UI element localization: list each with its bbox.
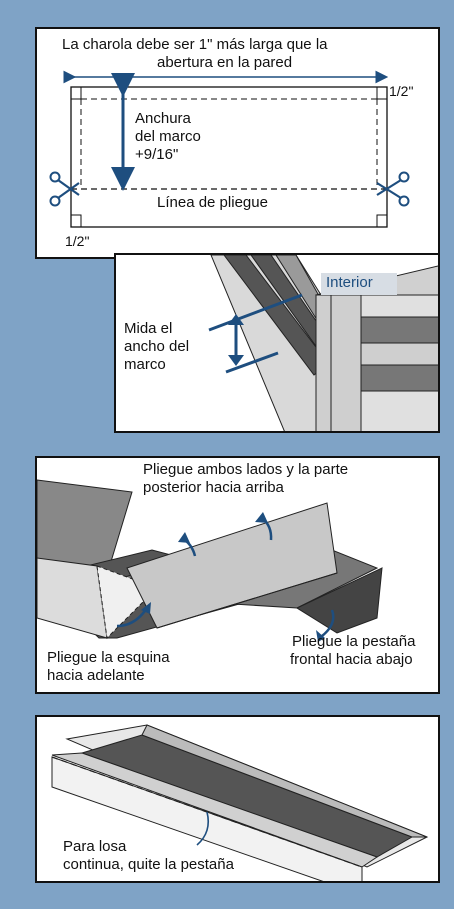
width-label-line1: Anchura <box>135 110 191 127</box>
window-frame-diagram <box>208 255 438 431</box>
slab-tray-panel: Para losa continua, quite la pestaña <box>35 715 440 883</box>
front-tab-line1: Pliegue la pestaña <box>292 633 416 650</box>
tray-diagram <box>51 724 429 881</box>
measure-frame-panel: Interior Mida el ancho del marco <box>114 253 440 433</box>
measure-line3: marco <box>124 356 166 373</box>
measure-line2: ancho del <box>124 338 190 355</box>
corner-line2: hacia adelante <box>47 667 145 684</box>
fold-sides-line1: Pliegue ambos lados y la parte <box>143 461 349 478</box>
panel1-title-line1: La charola debe ser 1" más larga que la <box>62 36 328 53</box>
fold-sides-line2: posterior hacia arriba <box>143 479 284 496</box>
interior-label: Interior <box>326 274 373 291</box>
corner-line1: Pliegue la esquina <box>47 649 170 666</box>
measure-line1: Mida el <box>124 320 173 337</box>
width-label-line2: del marco <box>135 128 201 145</box>
fold-line-label: Línea de pliegue <box>157 194 268 211</box>
right-half-inch-label: 1/2" <box>389 83 414 99</box>
width-label-line3: +9/16" <box>135 146 179 163</box>
front-tab-line2: frontal hacia abajo <box>290 651 413 668</box>
cut-pattern-panel: La charola debe ser 1" más larga que la … <box>35 27 440 259</box>
folding-diagram <box>37 479 383 642</box>
scissors-icon <box>49 171 80 207</box>
cut-pattern-diagram <box>49 70 410 228</box>
fold-tray-panel: Pliegue ambos lados y la parte posterior… <box>35 456 440 694</box>
bottom-half-inch-label: 1/2" <box>65 233 90 249</box>
slab-line2: continua, quite la pestaña <box>63 856 234 873</box>
slab-line1: Para losa <box>63 838 127 855</box>
panel1-title-line2: abertura en la pared <box>157 54 293 71</box>
scissors-icon <box>376 171 410 207</box>
